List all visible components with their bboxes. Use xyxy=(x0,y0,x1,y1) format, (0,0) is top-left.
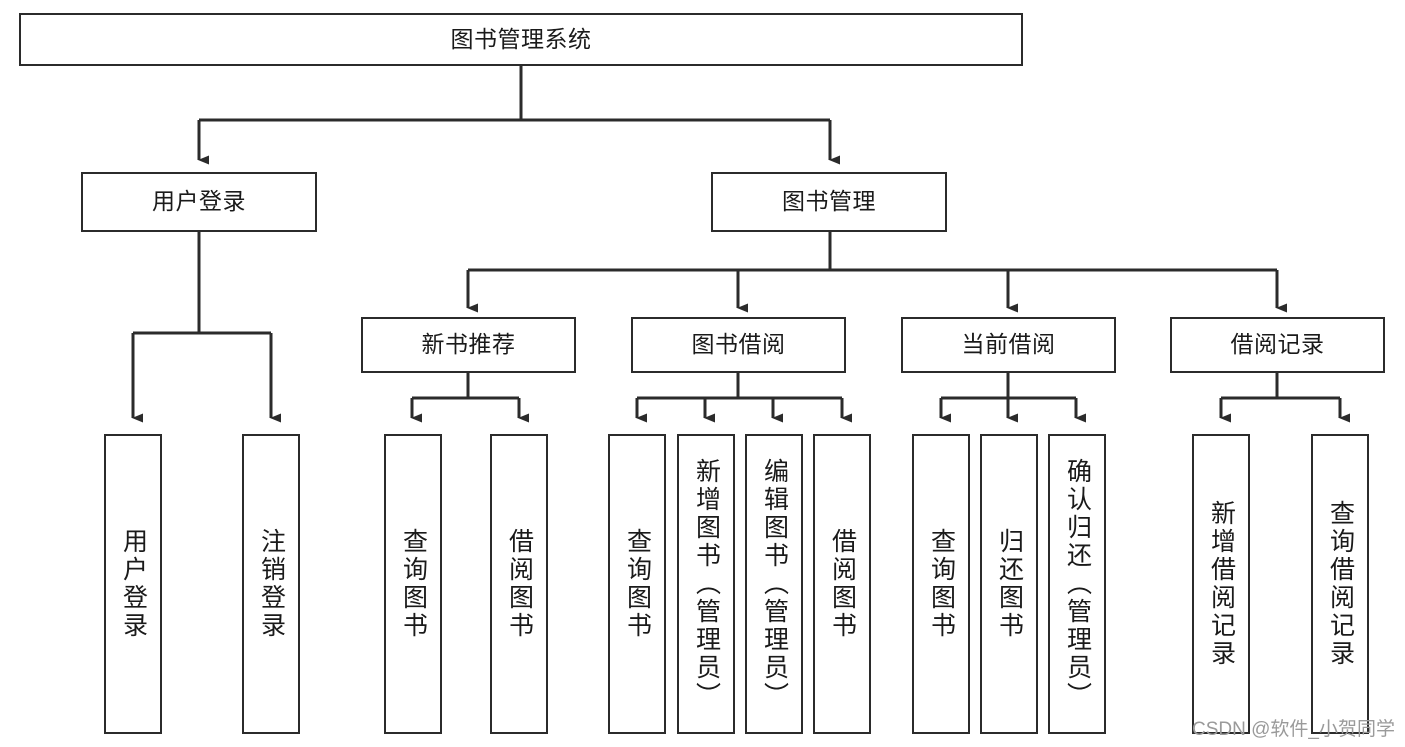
node-leaf-return-book-label: 归还图书 xyxy=(995,528,1024,640)
node-current-borrow-label: 当前借阅 xyxy=(961,331,1056,358)
node-root-label: 图书管理系统 xyxy=(450,25,592,52)
node-leaf-query-book-2-label: 查询图书 xyxy=(623,528,652,640)
node-leaf-borrow-book-2-label: 借阅图书 xyxy=(828,528,857,640)
node-leaf-user-login[interactable]: 用户登录 xyxy=(104,434,162,734)
node-leaf-query-record-label: 查询借阅记录 xyxy=(1326,500,1355,668)
node-new-book-rec[interactable]: 新书推荐 xyxy=(361,317,576,373)
node-leaf-add-book-label: 新增图书（管理员） xyxy=(692,458,721,710)
node-leaf-query-book-1[interactable]: 查询图书 xyxy=(384,434,442,734)
node-leaf-edit-book-label: 编辑图书（管理员） xyxy=(760,458,789,710)
node-root[interactable]: 图书管理系统 xyxy=(19,13,1023,66)
node-leaf-query-book-3[interactable]: 查询图书 xyxy=(912,434,970,734)
watermark-text: CSDN @软件_小贺同学 xyxy=(1192,719,1395,740)
node-leaf-borrow-book-1-label: 借阅图书 xyxy=(505,528,534,640)
node-borrow-record-label: 借阅记录 xyxy=(1230,331,1325,358)
node-new-book-rec-label: 新书推荐 xyxy=(421,331,516,358)
node-leaf-confirm-return-label: 确认归还（管理员） xyxy=(1063,458,1092,710)
node-user-login[interactable]: 用户登录 xyxy=(81,172,317,232)
node-leaf-query-book-1-label: 查询图书 xyxy=(399,528,428,640)
node-leaf-return-book[interactable]: 归还图书 xyxy=(980,434,1038,734)
node-leaf-borrow-book-2[interactable]: 借阅图书 xyxy=(813,434,871,734)
node-leaf-logout-label: 注销登录 xyxy=(257,528,286,640)
node-borrow-record[interactable]: 借阅记录 xyxy=(1170,317,1385,373)
node-leaf-query-book-2[interactable]: 查询图书 xyxy=(608,434,666,734)
node-leaf-query-book-3-label: 查询图书 xyxy=(927,528,956,640)
node-user-login-label: 用户登录 xyxy=(152,188,246,215)
node-book-borrow[interactable]: 图书借阅 xyxy=(631,317,846,373)
node-book-borrow-label: 图书借阅 xyxy=(691,331,786,358)
node-leaf-logout[interactable]: 注销登录 xyxy=(242,434,300,734)
node-leaf-query-record[interactable]: 查询借阅记录 xyxy=(1311,434,1369,734)
node-leaf-borrow-book-1[interactable]: 借阅图书 xyxy=(490,434,548,734)
node-leaf-add-book[interactable]: 新增图书（管理员） xyxy=(677,434,735,734)
node-leaf-add-record-label: 新增借阅记录 xyxy=(1207,500,1236,668)
node-leaf-add-record[interactable]: 新增借阅记录 xyxy=(1192,434,1250,734)
node-book-manage[interactable]: 图书管理 xyxy=(711,172,947,232)
node-current-borrow[interactable]: 当前借阅 xyxy=(901,317,1116,373)
node-leaf-edit-book[interactable]: 编辑图书（管理员） xyxy=(745,434,803,734)
node-leaf-user-login-label: 用户登录 xyxy=(119,528,148,640)
node-leaf-confirm-return[interactable]: 确认归还（管理员） xyxy=(1048,434,1106,734)
node-book-manage-label: 图书管理 xyxy=(782,188,876,215)
